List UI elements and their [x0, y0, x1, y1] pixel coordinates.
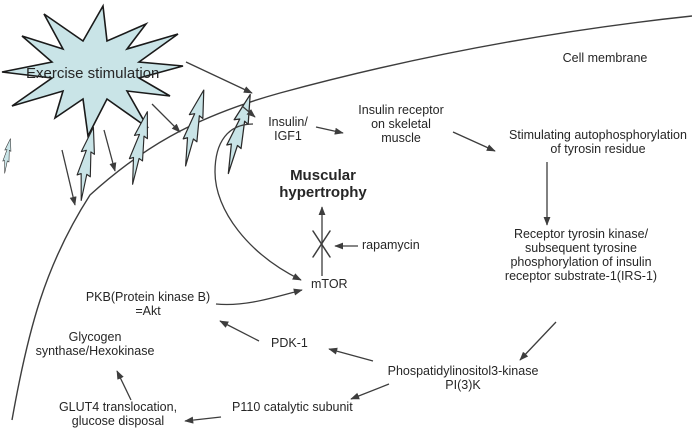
arrow-membrane-to-insulin [241, 105, 256, 118]
node-mtor: mTOR [311, 277, 348, 291]
arrow-insulin-to-mtor [214, 123, 302, 281]
node-cell-membrane: Cell membrane [562, 51, 648, 65]
arrow-insulin-to-receptor [315, 126, 344, 135]
cell-membrane-curve [11, 15, 692, 421]
node-rapamycin: rapamycin [362, 238, 420, 252]
node-p110-catalytic-subunit: P110 catalytic subunit [232, 400, 353, 414]
arrow-stimulus-1 [61, 149, 77, 206]
node-receptor-tyrosin-kinase: Receptor tyrosin kinase/ subsequent tyro… [504, 227, 658, 283]
arrow-pkb-to-mtor [215, 288, 303, 306]
arrow-receptor-to-autophos [452, 131, 496, 152]
arrow-p110-to-glut4 [184, 416, 222, 424]
arrow-stimulus-2 [103, 129, 117, 172]
node-pdk1: PDK-1 [271, 336, 308, 350]
node-insulin-receptor: Insulin receptor on skeletal muscle [358, 103, 444, 145]
node-insulin-igf1: Insulin/ IGF1 [268, 115, 308, 143]
node-pkb-akt: PKB(Protein kinase B) =Akt [85, 290, 211, 318]
arrow-pi3k-to-pdk1 [328, 347, 374, 362]
lightning-bolt-icon [73, 125, 99, 202]
exercise-starburst-shape [1, 3, 184, 139]
node-exercise-stimulation: Exercise stimulation [26, 65, 160, 82]
node-autophosphorylation: Stimulating autophosphorylation of tyros… [509, 128, 687, 156]
arrow-pdk1-to-pkb [219, 320, 260, 342]
node-pi3k: Phospatidylinositol3-kinase PI(3)K [387, 364, 539, 392]
node-glycogen-synthase: Glycogen synthase/Hexokinase [35, 330, 155, 358]
lightning-bolt-icon [177, 87, 210, 169]
inhibition-x-mark [312, 230, 331, 258]
arrow-exercise-to-membrane [185, 61, 253, 94]
arrow-pi3k-to-p110 [350, 383, 390, 400]
arrow-rtk-to-pi3k [519, 321, 557, 361]
arrow-glut4-to-glycogen [116, 370, 132, 401]
node-muscular-hypertrophy: Muscular hypertrophy [279, 167, 367, 201]
arrow-stimulus-3 [151, 103, 181, 133]
node-glut4-translocation: GLUT4 translocation, glucose disposal [58, 400, 178, 428]
lightning-bolt-icon [0, 137, 13, 174]
